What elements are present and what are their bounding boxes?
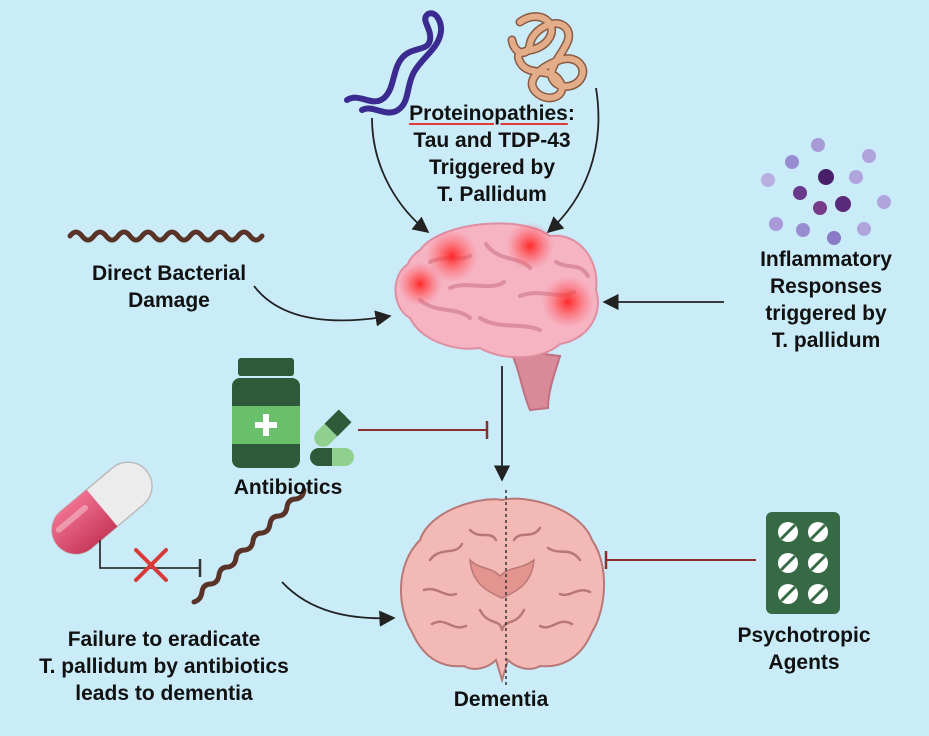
proteinopathies-line-2: Triggered by [428,156,556,179]
tdp43-protein-icon [507,12,588,103]
tau-protein-icon [344,10,444,116]
arrow-direct-damage [253,285,392,327]
proteinopathies-line-3: T. Pallidum [437,183,547,206]
inflammatory-line-1: Inflammatory [760,248,892,271]
arrow-proteinopathies-left [371,117,430,234]
proteinopathies-heading-line: Proteinopathies: [382,100,602,127]
dementia-text: Dementia [453,688,549,711]
brain-section-icon [399,490,606,686]
spirochete-icon [67,229,265,243]
proteinopathies-heading: Proteinopathies [409,102,568,125]
proteinopathies-line-1: Tau and TDP-43 [413,129,571,152]
inflammatory-line-4: T. pallidum [771,329,881,352]
medicine-bottle-icon [232,358,300,468]
arrow-failure-to-dementia [281,581,396,627]
antibiotics-label: Antibiotics [208,474,368,501]
inflammatory-line-3: triggered by [765,302,887,325]
proteinopathies-label: Proteinopathies: Tau and TDP-43 Triggere… [382,100,602,208]
dementia-label: Dementia [426,686,576,713]
proteinopathies-heading-colon: : [567,102,575,125]
pill-blister-icon [766,512,840,614]
pill-icon [310,409,354,466]
inhibitor-psychotropic [604,551,756,569]
psychotropic-line-2: Agents [768,651,840,674]
direct-damage-line-2: Damage [128,289,210,312]
cross-icon [134,548,168,582]
direct-damage-line-1: Direct Bacterial [91,262,247,285]
failure-line-2: T. pallidum by antibiotics [39,655,289,678]
capsule-icon [51,461,153,555]
inflammatory-label: Inflammatory Responses triggered by T. p… [736,246,916,354]
inflammatory-line-2: Responses [769,275,883,298]
antibiotics-text: Antibiotics [233,476,343,499]
arrow-proteinopathies-right [546,87,600,234]
brain-icon [394,222,599,412]
inflammation-dots-icon [761,138,891,245]
failure-line-1: Failure to eradicate [67,628,261,651]
failure-label: Failure to eradicate T. pallidum by anti… [16,626,312,707]
spirochete-lower-icon [191,487,307,605]
direct-damage-label: Direct Bacterial Damage [64,260,274,314]
psychotropic-label: Psychotropic Agents [716,622,892,676]
inhibitor-failure [99,540,202,577]
inhibitor-antibiotics [358,421,489,439]
failure-line-3: leads to dementia [75,682,253,705]
psychotropic-line-1: Psychotropic [737,624,871,647]
